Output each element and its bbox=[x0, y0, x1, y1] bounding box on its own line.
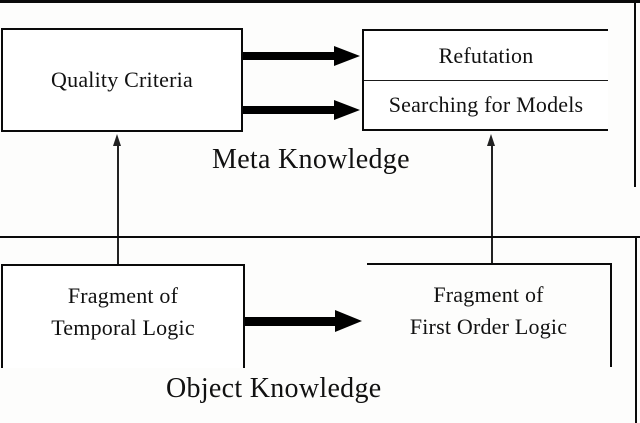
refutation-label: Refutation bbox=[438, 42, 534, 68]
arrow-temporal-up-head bbox=[113, 134, 121, 146]
arrow-firstorder-up-head bbox=[487, 134, 495, 146]
searching-models-label: Searching for Models bbox=[388, 92, 584, 117]
arrow-quality-to-refutation-shaft bbox=[243, 52, 336, 60]
object-frame-top-line bbox=[0, 236, 640, 238]
arrow-temporal-to-firstorder-shaft bbox=[245, 317, 337, 326]
meta-frame-right-line bbox=[634, 2, 636, 187]
meta-knowledge-label: Meta Knowledge bbox=[212, 144, 410, 175]
methods-box: Refutation Searching for Models bbox=[362, 29, 608, 131]
temporal-logic-box: Fragment of Temporal Logic bbox=[1, 264, 245, 368]
first-order-logic-box: Fragment of First Order Logic bbox=[367, 263, 612, 367]
arrow-temporal-to-firstorder-head bbox=[335, 310, 362, 332]
top-frame-line bbox=[0, 0, 640, 3]
object-knowledge-label: Object Knowledge bbox=[166, 373, 382, 404]
first-order-logic-label: Fragment of First Order Logic bbox=[409, 282, 568, 339]
searching-models-cell: Searching for Models bbox=[364, 81, 608, 129]
quality-criteria-box: Quality Criteria bbox=[1, 28, 243, 132]
arrow-quality-to-searching-head bbox=[334, 100, 360, 120]
arrow-temporal-up-line bbox=[117, 144, 119, 264]
quality-criteria-label: Quality Criteria bbox=[51, 67, 193, 92]
arrow-quality-to-refutation-head bbox=[334, 46, 360, 66]
refutation-cell: Refutation bbox=[364, 31, 608, 81]
object-frame-right-line bbox=[635, 236, 637, 423]
temporal-logic-label: Fragment of Temporal Logic bbox=[51, 283, 195, 340]
arrow-quality-to-searching-shaft bbox=[243, 106, 336, 114]
arrow-firstorder-up-line bbox=[491, 144, 493, 263]
